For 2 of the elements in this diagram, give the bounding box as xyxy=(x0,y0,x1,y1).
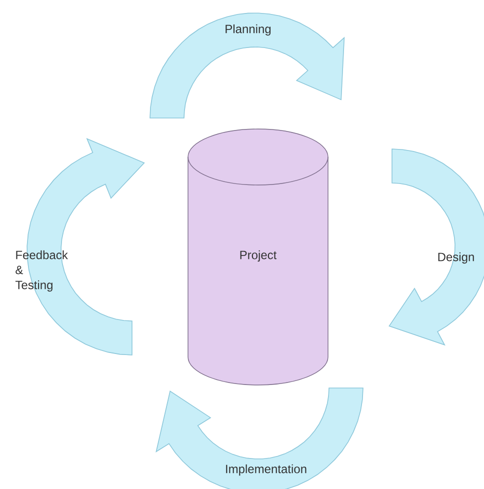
cylinder: Project xyxy=(188,128,328,386)
node-label: & xyxy=(16,266,24,274)
